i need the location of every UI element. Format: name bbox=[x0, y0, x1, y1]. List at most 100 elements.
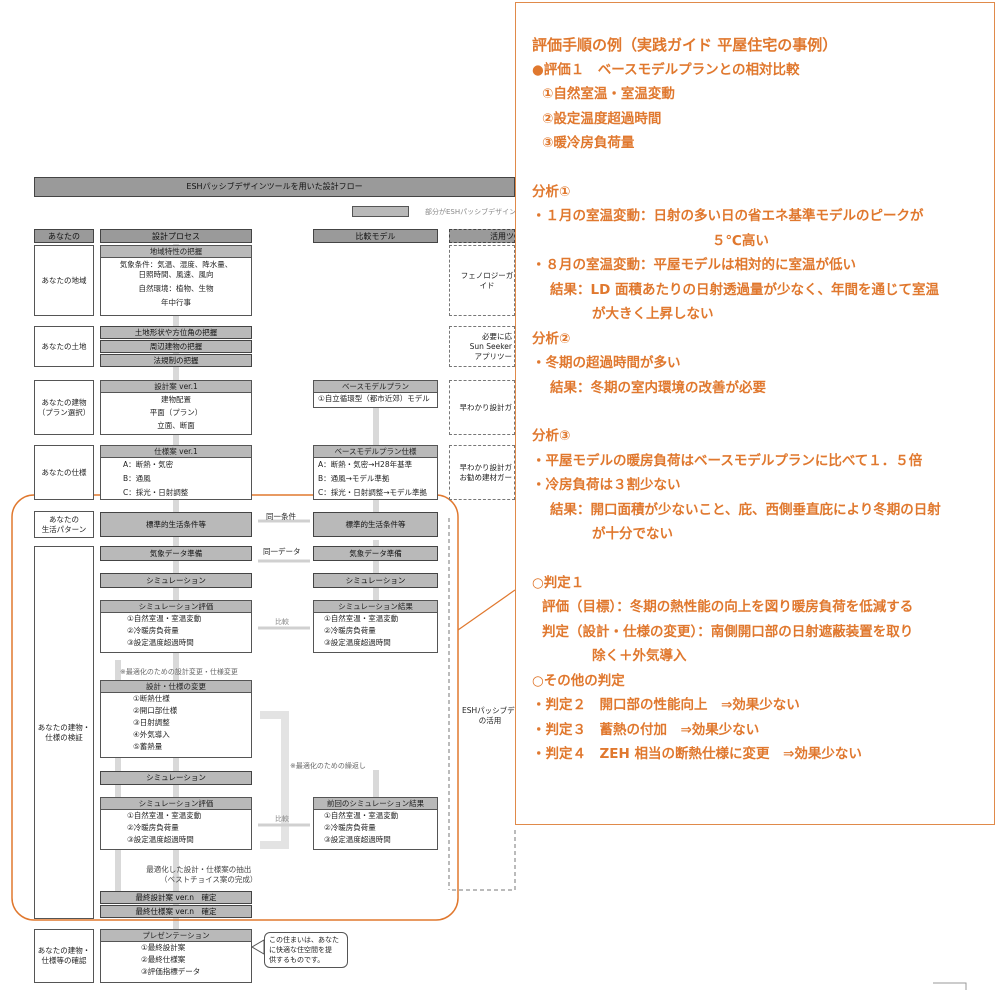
tool-building: 早わかり設計ガ bbox=[449, 380, 515, 435]
base-plan-title: ベースモデルプラン bbox=[314, 381, 437, 393]
analysis2-title: 分析② bbox=[532, 330, 571, 347]
tool-verify: ESHパッシブデザの活用 bbox=[462, 706, 518, 725]
final-bar: 最終仕様案 ver.n 確定 bbox=[100, 905, 252, 918]
sim-left: シミュレーション bbox=[100, 573, 252, 588]
eval1-item: ②設定温度超過時間 bbox=[542, 110, 662, 127]
other-judgment-item: ・判定４ ZEH 相当の断熱仕様に変更 ⇒効果少ない bbox=[532, 746, 862, 762]
header-anata: あなたの bbox=[34, 229, 94, 243]
present-line: ②最終仕様案 bbox=[141, 955, 186, 964]
change-line: ④外気導入 bbox=[133, 730, 170, 739]
life-left: 標準的生活条件等 bbox=[100, 512, 252, 537]
row-region: あなたの地域 bbox=[34, 245, 94, 316]
compare-label: 比較 bbox=[275, 618, 289, 626]
land-bar: 法規制の把握 bbox=[100, 354, 252, 367]
sim-right: シミュレーション bbox=[313, 573, 438, 588]
row-life: あなたの生活パターン bbox=[34, 511, 94, 538]
extract-note: 最適化した設計・仕様案の抽出（ベストチョイス案の完成） bbox=[146, 865, 258, 884]
judgment1-title: ○判定１ bbox=[532, 574, 585, 591]
same-data-label: 同一データ bbox=[263, 547, 301, 556]
eval1-heading: ●評価１ ベースモデルプランとの相対比較 bbox=[532, 61, 800, 78]
analysis1-result: 結果：LD 面積あたりの日射透過量が少なく、年間を通じて室温 bbox=[550, 281, 940, 298]
present-line: ①最終設計案 bbox=[141, 943, 186, 952]
region-line: 日照時間、風速、風向 bbox=[138, 270, 214, 279]
row-confirm: あなたの建物・仕様等の確認 bbox=[34, 929, 94, 983]
analysis2-result: 結果：冬期の室内環境の改善が必要 bbox=[550, 379, 766, 396]
header-compare: 比較モデル bbox=[313, 229, 438, 243]
sim-eval-line: ①自然室温・室温変動 bbox=[127, 614, 202, 623]
judgment1-line: 評価（目標）：冬期の熱性能の向上を図り暖房負荷を低減する bbox=[542, 599, 914, 615]
sim-eval-box: シミュレーション評価 ①自然室温・室温変動 ②冷暖房負荷量 ③設定温度超過時間 bbox=[100, 600, 252, 653]
legend-swatch bbox=[352, 206, 409, 217]
plan-box-title: 設計案 ver.1 bbox=[101, 381, 251, 393]
region-line: 年中行事 bbox=[161, 298, 191, 307]
sim-result-line: ②冷暖房負荷量 bbox=[324, 626, 376, 635]
analysis1-line: ・８月の室温変動：平屋モデルは相対的に室温が低い bbox=[532, 257, 856, 273]
row-spec: あなたの仕様 bbox=[34, 445, 94, 500]
sim-result-line: ①自然室温・室温変動 bbox=[324, 614, 399, 623]
prev-result-title: 前回のシミュレーション結果 bbox=[314, 798, 437, 810]
analysis3-title: 分析③ bbox=[532, 428, 571, 444]
present-title: プレゼンテーション bbox=[101, 930, 251, 942]
life-right: 標準的生活条件等 bbox=[313, 512, 438, 537]
weather-left: 気象データ準備 bbox=[100, 546, 252, 561]
base-spec-line: B：通風→モデル準拠 bbox=[318, 474, 390, 483]
analysis1-title: 分析① bbox=[532, 183, 571, 200]
present-box: プレゼンテーション ①最終設計案 ②最終仕様案 ③評価指標データ bbox=[100, 929, 252, 983]
prev-result-line: ①自然室温・室温変動 bbox=[324, 811, 399, 820]
change-box: 設計・仕様の変更 ①断熱仕様 ②開口部仕様 ③日射調整 ④外気導入 ⑤蓄熱量 bbox=[100, 680, 252, 758]
land-bar: 土地形状や方位角の把握 bbox=[100, 326, 252, 339]
callout-box: この住まいは、あなたに快適な住空間を提供するものです。 bbox=[264, 932, 348, 968]
plan-box: 設計案 ver.1 建物配置 平面（プラン） 立面、断面 bbox=[100, 380, 252, 435]
spec-line: A：断熱・気密 bbox=[123, 460, 174, 469]
sim-result-box: シミュレーション結果 ①自然室温・室温変動 ②冷暖房負荷量 ③設定温度超過時間 bbox=[313, 600, 438, 653]
sim-eval-box-2: シミュレーション評価 ①自然室温・室温変動 ②冷暖房負荷量 ③設定温度超過時間 bbox=[100, 797, 252, 850]
spec-line: C：採光・日射調整 bbox=[123, 488, 189, 497]
change-line: ③日射調整 bbox=[133, 718, 170, 727]
change-line: ⑤蓄熱量 bbox=[133, 742, 163, 751]
analysis3-result: 結果：開口面積が少ないこと、庇、西側垂直庇により冬期の日射 bbox=[550, 501, 941, 518]
optim-note: ※最適化のための設計変更・仕様変更 bbox=[120, 668, 238, 676]
evaluation-panel: 評価手順の例（実践ガイド 平屋住宅の事例） ●評価１ ベースモデルプランとの相対… bbox=[515, 2, 995, 825]
row-land: あなたの土地 bbox=[34, 326, 94, 367]
base-plan-box: ベースモデルプラン ①自立循環型（都市近郊）モデル bbox=[313, 380, 438, 408]
same-condition-label: 同一条件 bbox=[266, 512, 296, 521]
spec-box-title: 仕様案 ver.1 bbox=[101, 446, 251, 458]
base-spec-line: C：採光・日射調整→モデル準拠 bbox=[318, 488, 428, 497]
panel-title: 評価手順の例（実践ガイド 平屋住宅の事例） bbox=[532, 36, 838, 54]
sim-eval-line: ②冷暖房負荷量 bbox=[127, 823, 179, 832]
other-judgments-title: ○その他の判定 bbox=[532, 672, 625, 689]
base-plan-line: ①自立循環型（都市近郊）モデル bbox=[318, 394, 430, 403]
analysis2-line: ・冬期の超過時間が多い bbox=[532, 355, 681, 371]
judgment1-line: 判定（設計・仕様の変更）：南側開口部の日射遮蔽装置を取り bbox=[542, 623, 914, 640]
sim-left-2: シミュレーション bbox=[100, 771, 252, 785]
change-line: ①断熱仕様 bbox=[133, 694, 170, 703]
weather-right: 気象データ準備 bbox=[313, 546, 438, 561]
change-line: ②開口部仕様 bbox=[133, 706, 178, 715]
region-line: 気象条件：気温、湿度、降水量、 bbox=[119, 260, 233, 269]
analysis3-line: ・平屋モデルの暖房負荷はベースモデルプランに比べて１．５倍 bbox=[532, 452, 923, 469]
prev-result-line: ③設定温度超過時間 bbox=[324, 835, 391, 844]
sim-result-line: ③設定温度超過時間 bbox=[324, 638, 391, 647]
plan-line: 建物配置 bbox=[161, 395, 191, 404]
base-spec-box: ベースモデルプラン仕様 A：断熱・気密→H28年基準 B：通風→モデル準拠 C：… bbox=[313, 445, 438, 500]
row-building: あなたの建物（プラン選択） bbox=[34, 380, 94, 435]
present-line: ③評価指標データ bbox=[141, 967, 201, 976]
legend-text: 部分がESHパッシブデザイン bbox=[425, 208, 517, 216]
header-process: 設計プロセス bbox=[100, 229, 252, 243]
sim-eval-line: ③設定温度超過時間 bbox=[127, 835, 194, 844]
tool-spec: 早わかり設計ガお勧め建材ガー bbox=[449, 445, 515, 500]
eval1-item: ①自然室温・室温変動 bbox=[542, 86, 675, 102]
compare-label-2: 比較 bbox=[275, 815, 289, 823]
analysis1-result: が大きく上昇しない bbox=[592, 306, 714, 322]
flow-title: ESHパッシブデザインツールを用いた設計フロー bbox=[34, 177, 515, 197]
final-bar: 最終設計案 ver.n 確定 bbox=[100, 891, 252, 904]
judgment1-line: 除く＋外気導入 bbox=[592, 648, 687, 664]
land-bar: 周辺建物の把握 bbox=[100, 340, 252, 353]
change-box-title: 設計・仕様の変更 bbox=[101, 681, 251, 693]
sim-eval-title: シミュレーション評価 bbox=[101, 601, 251, 613]
sim-eval-line: ③設定温度超過時間 bbox=[127, 638, 194, 647]
spec-line: B：通風 bbox=[123, 474, 151, 483]
region-box-title: 地域特性の把握 bbox=[101, 246, 251, 258]
sim-eval-line: ①自然室温・室温変動 bbox=[127, 811, 202, 820]
